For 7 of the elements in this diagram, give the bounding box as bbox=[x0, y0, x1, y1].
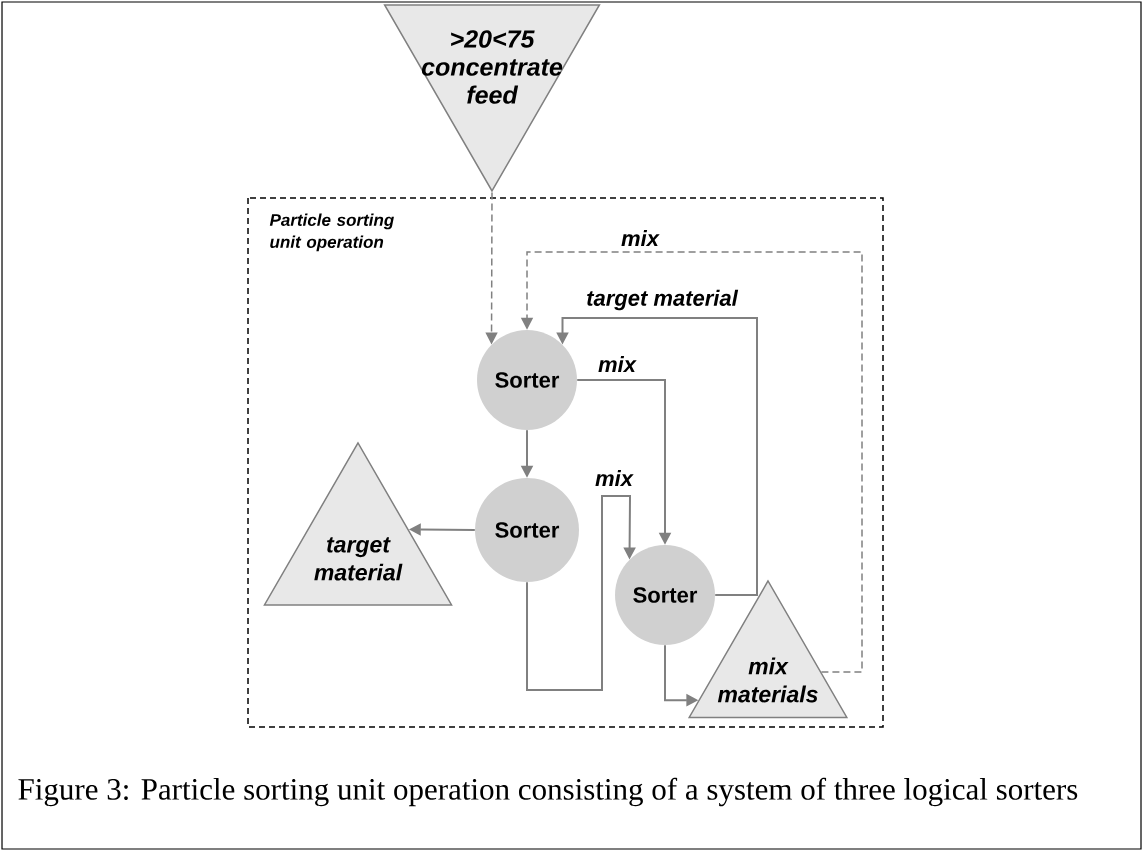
edge-label: mix bbox=[597, 355, 637, 373]
arrow bbox=[556, 317, 758, 596]
arrow bbox=[526, 495, 636, 691]
edge-label: mix bbox=[594, 469, 634, 487]
caption: Figure 3: Particle sorting unit operation consisting of a system of three logical sorters bbox=[18, 777, 1078, 807]
edge-label: target material bbox=[585, 288, 739, 312]
edge-label: mix bbox=[620, 229, 660, 247]
